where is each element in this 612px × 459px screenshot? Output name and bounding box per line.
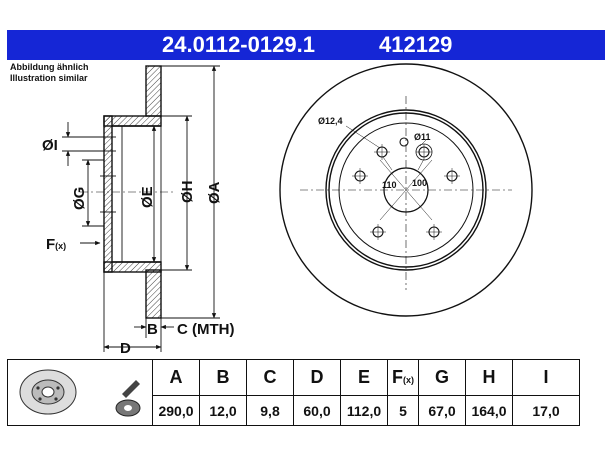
header-i: I bbox=[512, 358, 580, 397]
disc-thumbnail-icon bbox=[19, 369, 141, 417]
spec-header-row: A B C D E F(x) G H I bbox=[7, 358, 580, 426]
label-b: B bbox=[147, 321, 158, 338]
thumbnail-cell bbox=[7, 359, 153, 426]
value-i: 17,0 bbox=[512, 395, 580, 426]
label-diameter-e: ØE bbox=[139, 186, 156, 208]
value-h: 164,0 bbox=[465, 395, 513, 426]
label-d: D bbox=[120, 340, 131, 357]
friction-ring-top bbox=[145, 65, 162, 117]
outer-circle bbox=[279, 63, 533, 317]
part-number: 24.0112-0129.1 bbox=[162, 32, 315, 57]
header-e: E bbox=[340, 358, 388, 397]
label-diameter-a: ØA bbox=[206, 181, 223, 204]
side-view bbox=[80, 65, 175, 319]
label-small-hole: Ø11 bbox=[414, 132, 431, 142]
label-diameter-i: ØI bbox=[42, 137, 58, 154]
value-d: 60,0 bbox=[293, 395, 341, 426]
value-f: 5 bbox=[387, 395, 419, 426]
label-f-main: F bbox=[46, 236, 55, 253]
header-f-main: F bbox=[392, 367, 403, 388]
value-b: 12,0 bbox=[199, 395, 247, 426]
value-e: 112,0 bbox=[340, 395, 388, 426]
header-f: F(x) bbox=[387, 358, 419, 397]
label-f-sub: (x) bbox=[55, 241, 66, 251]
header-a: A bbox=[152, 358, 200, 397]
friction-inner-circle bbox=[325, 109, 487, 271]
header-c: C bbox=[246, 358, 294, 397]
disc-check-icon bbox=[115, 380, 141, 417]
label-c-mth: C (MTH) bbox=[177, 321, 234, 338]
header-f-sub: (x) bbox=[403, 375, 414, 386]
header-d: D bbox=[293, 358, 341, 397]
label-pcd-100: 100 bbox=[412, 178, 427, 188]
label-diameter-g: ØG bbox=[71, 187, 88, 210]
note-line-de: Abbildung ähnlich bbox=[10, 62, 89, 72]
label-f: F(x) bbox=[46, 236, 66, 253]
side-dimensions bbox=[62, 65, 220, 352]
value-c: 9,8 bbox=[246, 395, 294, 426]
header-b: B bbox=[199, 358, 247, 397]
value-g: 67,0 bbox=[418, 395, 466, 426]
front-view bbox=[279, 63, 533, 317]
illustration-note: Abbildung ähnlich Illustration similar bbox=[10, 62, 89, 84]
hat-face bbox=[103, 115, 113, 273]
header-bar: 24.0112-0129.1 412129 bbox=[7, 30, 605, 60]
reference-number: 412129 bbox=[379, 32, 453, 57]
spec-table: A B C D E F(x) G H I 290,0 12,0 9,8 60,0… bbox=[7, 358, 580, 426]
spec-values-row: 290,0 12,0 9,8 60,0 112,0 5 67,0 164,0 1… bbox=[8, 395, 580, 426]
bolt-hole bbox=[399, 137, 409, 147]
label-diameter-h: ØH bbox=[179, 181, 196, 204]
header-g: G bbox=[418, 358, 466, 397]
value-a: 290,0 bbox=[152, 395, 200, 426]
label-bolt-hole: Ø12,4 bbox=[318, 116, 343, 126]
label-pcd-110: 110 bbox=[382, 180, 397, 190]
note-line-en: Illustration similar bbox=[10, 73, 88, 83]
header-h: H bbox=[465, 358, 513, 397]
friction-ring-bottom bbox=[145, 269, 162, 319]
